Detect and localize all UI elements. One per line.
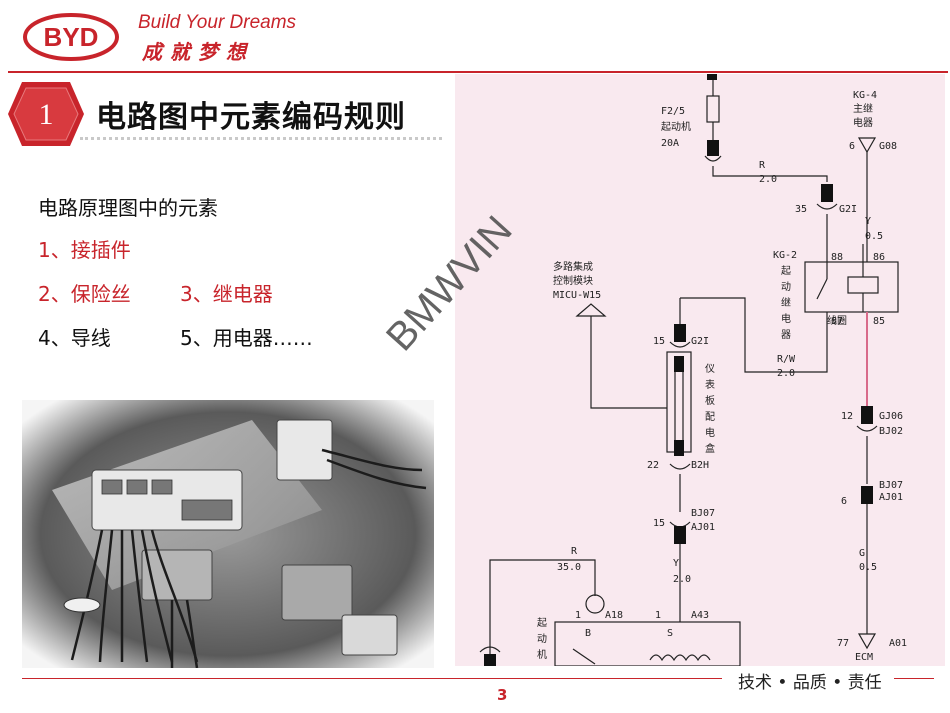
wire-rw-size: 2.0 [777,368,795,379]
relay-coil-label: 线圈 [827,314,847,327]
ecm-pin: 77 [837,638,849,649]
logo-text: BYD [44,22,99,52]
fuse-label-3: 20A [661,138,679,149]
fuse-label-2: 起动机 [661,120,691,133]
page-number: 3 [497,686,508,704]
a18-code: A18 [605,610,623,621]
tagline-chinese: 成就梦想 [142,40,254,64]
box-char-2: 表 [705,378,715,391]
relay-pin-85: 85 [873,316,885,327]
wire-y20-color: Y [673,558,679,569]
wire-r20-color: R [759,160,766,171]
g2i-mid-pin: 15 [653,336,665,347]
wire-y05-size: 0.5 [865,231,883,242]
circuit-diagram-panel: F2/5 起动机 20A KG-4 主继 电器 6 G08 R 2.0 35 G… [455,74,945,666]
bj02-code: BJ02 [879,426,903,437]
bj07-right-pin: 6 [841,496,847,507]
wire-y20-size: 2.0 [673,574,691,585]
relay-pin-86: 86 [873,252,885,263]
b2h-pin: 22 [647,460,659,471]
kg4-label-3: 电器 [853,116,873,129]
section-number: 1 [39,98,54,131]
footer-divider-right [894,678,934,679]
b2h-code: B2H [691,460,709,471]
list-item-relay: 3、继电器 [180,282,273,306]
title-dotted-underline [80,137,442,140]
list-item-connector: 1、接插件 [38,238,131,262]
wire-r20-size: 2.0 [759,174,777,185]
g2i-mid-code: G2I [691,336,709,347]
starter-terminal-b: B [585,628,591,639]
box-char-3: 板 [705,394,715,407]
kg2-char-1: 起 [781,265,791,277]
wire-r35-size: 35.0 [557,562,581,573]
wire-r35-color: R [571,546,578,557]
micu-label-1: 多路集成 [553,260,593,273]
relay-pin-87: 87 [831,316,843,327]
kg2-char-5: 器 [781,329,791,341]
wire-g05-color: G [859,548,865,559]
a43-pin: 1 [655,610,661,621]
gj06-code: GJ06 [879,411,903,422]
fuse-label-1: F2/5 [661,106,685,117]
kg2-char-3: 继 [781,296,791,309]
kg2-char-2: 动 [781,281,791,293]
gj06-pin: 12 [841,411,853,422]
g2i-top-code: G2I [839,204,857,215]
g2i-top-pin: 35 [795,204,807,215]
aj01-right-code: AJ01 [879,492,903,503]
box-char-6: 盒 [705,442,715,455]
footer-divider-left [22,678,722,679]
elements-subheading: 电路原理图中的元素 [38,196,218,220]
bj07-left-code: BJ07 [691,508,715,519]
kg4-label-2: 主继 [853,102,873,115]
circuit-diagram: F2/5 起动机 20A KG-4 主继 电器 6 G08 R 2.0 35 G… [479,74,907,666]
section-number-badge: 1 [8,82,84,146]
micu-label-2: 控制模块 [553,274,593,287]
header-divider [8,71,948,73]
list-item-fuse: 2、保险丝 [38,282,131,306]
aj01-left-code: AJ01 [691,522,715,533]
kg4-pin-code: G08 [879,141,897,152]
starter-terminal-s: S [667,628,673,639]
byd-logo: BYD [23,13,119,61]
wire-g05-size: 0.5 [859,562,877,573]
box-char-1: 仪 [705,363,715,375]
starter-char-3: 机 [537,648,547,661]
wire-rw-color: R/W [777,354,796,365]
box-char-5: 电 [705,426,715,439]
ecm-label: ECM [855,652,873,663]
tagline-english: Build Your Dreams [138,12,297,33]
bj07-right-code: BJ07 [879,480,903,491]
footer-slogan: 技术 • 品质 • 责任 [738,673,882,693]
starter-char-1: 起 [537,617,547,629]
wire-y05-color: Y [865,216,871,227]
connector-photo [22,400,434,668]
kg4-label-1: KG-4 [853,90,877,101]
kg4-pin-num: 6 [849,141,855,152]
a43-code: A43 [691,610,709,621]
kg2-label: KG-2 [773,250,797,261]
list-item-wire: 4、导线 [38,326,111,350]
starter-char-2: 动 [537,633,547,645]
a18-pin: 1 [575,610,581,621]
micu-label-3: MICU-W15 [553,290,601,301]
list-item-load: 5、用电器…… [180,326,313,350]
box-char-4: 配 [705,411,715,423]
relay-pin-88: 88 [831,252,843,263]
bj07-left-pin: 15 [653,518,665,529]
kg2-char-4: 电 [781,312,791,325]
ecm-code: A01 [889,638,907,649]
section-title: 电路图中元素编码规则 [96,100,406,135]
